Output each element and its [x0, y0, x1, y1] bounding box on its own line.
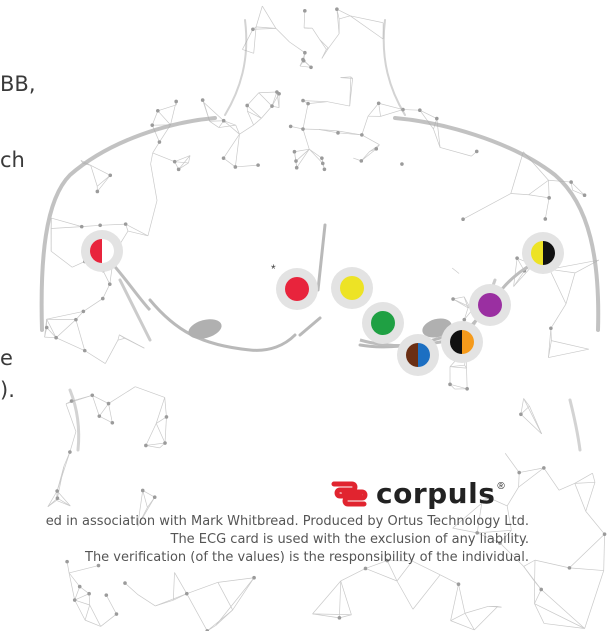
corpuls-logo-mark-icon [330, 478, 370, 508]
v3-electrode [362, 302, 404, 344]
right-nipple [186, 316, 224, 342]
cropped-text-bb: BB, [0, 74, 36, 95]
cropped-text-e: e [0, 348, 13, 369]
left-arm-electrode [522, 232, 564, 274]
cropped-text-ch: ch [0, 150, 25, 171]
corpuls-logo-text: corpuls [376, 477, 495, 510]
footer-disclaimer: ed in association with Mark Whitbread. P… [46, 513, 529, 567]
cropped-text-paren: ). [0, 380, 15, 401]
body-contours [42, 20, 599, 450]
v4-electrode [397, 334, 439, 376]
v1-electrode [276, 268, 318, 310]
asterisk-marker: * [271, 262, 276, 276]
corpuls-logo: corpuls ® [330, 476, 505, 510]
v6-electrode [469, 284, 511, 326]
right-arm-electrode [81, 230, 123, 272]
footer-line-2: The ECG card is used with the exclusion … [46, 531, 529, 549]
v5-electrode [441, 321, 483, 363]
footer-line-3: The verification (of the values) is the … [46, 549, 529, 567]
registered-mark: ® [497, 481, 504, 492]
v2-electrode [331, 267, 373, 309]
footer-line-1: ed in association with Mark Whitbread. P… [46, 513, 529, 531]
